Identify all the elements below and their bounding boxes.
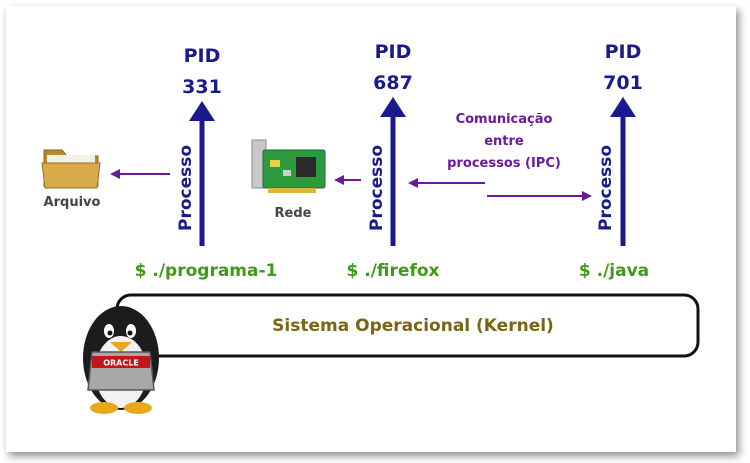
process-label-3: Processo [596, 145, 616, 231]
oracle-badge-text: ORACLE [103, 359, 139, 368]
pid-number-2: 687 [373, 72, 413, 94]
file-label: Arquivo [44, 195, 101, 210]
process-2: PID 687 Processo $ ./firefox [347, 41, 440, 281]
folder-icon [41, 149, 101, 189]
process-arrow-head-3 [610, 97, 636, 117]
process-1: PID 331 Processo $ ./programa-1 [135, 45, 278, 281]
pid-number-3: 701 [603, 72, 643, 94]
ipc-label-line-2: entre [484, 134, 524, 149]
process-3: PID 701 Processo $ ./java [579, 41, 649, 281]
network-label: Rede [275, 206, 312, 221]
process-arrow-head-1 [189, 101, 215, 121]
ipc-label-line-3: processos (IPC) [447, 156, 561, 171]
pid-label-1: PID [184, 45, 221, 67]
process-label-1: Processo [176, 145, 196, 231]
pid-label-2: PID [375, 41, 412, 63]
command-1: $ ./programa-1 [135, 261, 278, 281]
pid-number-1: 331 [182, 76, 222, 98]
pid-label-3: PID [605, 41, 642, 63]
kernel-label: Sistema Operacional (Kernel) [272, 316, 554, 336]
command-3: $ ./java [579, 261, 649, 281]
ipc-label-line-1: Comunicação [456, 112, 553, 127]
process-arrow-head-2 [380, 97, 406, 117]
network-card-icon [251, 139, 326, 193]
tux-penguin-icon: ORACLE [83, 306, 159, 414]
process-label-2: Processo [367, 145, 387, 231]
command-2: $ ./firefox [347, 261, 440, 281]
